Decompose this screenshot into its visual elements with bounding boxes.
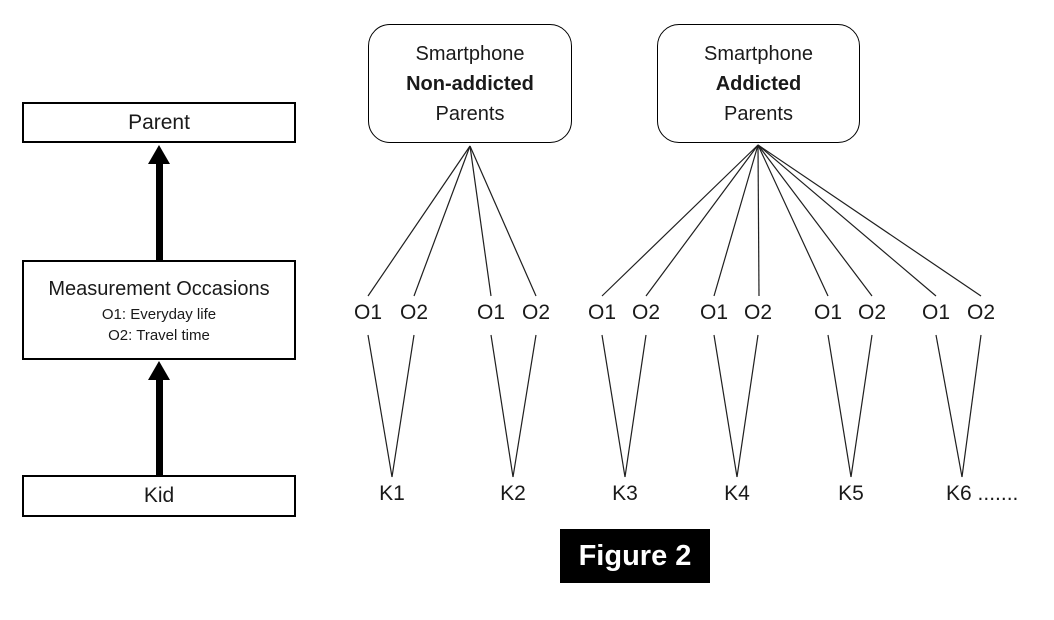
occasion-label: O2 <box>966 301 995 324</box>
connector-line <box>736 334 759 478</box>
occasion-label: O2 <box>857 301 886 324</box>
connector-line <box>601 334 626 478</box>
kid-label: K5 <box>838 482 864 505</box>
group-line-3: Parents <box>724 102 793 125</box>
connector-line <box>624 334 647 478</box>
occasion-label: O2 <box>399 301 428 324</box>
kid-box: Kid <box>22 475 296 517</box>
group-line-3: Parents <box>435 102 505 125</box>
connector-line <box>757 144 873 297</box>
connector-line <box>645 144 759 297</box>
group-box-addicted-parents: Smartphone Addicted Parents <box>657 24 860 143</box>
kid-label: K6 ....... <box>946 482 1019 505</box>
connector-line <box>490 334 514 478</box>
arrow-shaft <box>155 164 163 260</box>
kid-label: K2 <box>500 482 526 505</box>
parent-box: Parent <box>22 102 296 143</box>
arrow-head <box>148 361 170 380</box>
connector-line <box>367 145 471 297</box>
group-line-1: Smartphone <box>415 42 525 65</box>
occasion-label: O1 <box>587 301 616 324</box>
connector-line <box>413 145 471 297</box>
connector-line <box>601 144 759 297</box>
kid-label: K1 <box>379 482 405 505</box>
connector-line <box>713 144 759 297</box>
connector-line <box>469 145 492 297</box>
occasion-label: O1 <box>353 301 382 324</box>
connector-line <box>757 144 937 297</box>
measurement-occasion-2: O2: Travel time <box>108 326 210 344</box>
kid-label: K3 <box>612 482 638 505</box>
connector-line <box>757 144 982 297</box>
occasion-label: O2 <box>521 301 550 324</box>
arrow-shaft <box>155 380 163 475</box>
occasion-label: O1 <box>921 301 950 324</box>
connector-line <box>961 334 982 478</box>
arrow-head <box>148 145 170 164</box>
occasion-label: O2 <box>743 301 772 324</box>
up-arrow-occasions-to-parent <box>146 145 172 260</box>
connector-line <box>469 145 537 297</box>
figure-caption: Figure 2 <box>560 529 710 583</box>
connector-line <box>757 144 829 297</box>
kid-box-label: Kid <box>143 484 175 507</box>
connector-line <box>512 334 537 478</box>
occasion-label: O2 <box>631 301 660 324</box>
occasion-label: O1 <box>813 301 842 324</box>
measurement-occasions-box: Measurement Occasions O1: Everyday life … <box>22 260 296 360</box>
group-line-1: Smartphone <box>704 42 813 65</box>
connector-line <box>935 334 963 478</box>
measurement-title: Measurement Occasions <box>48 277 270 300</box>
figure-caption-label: Figure 2 <box>578 539 692 572</box>
parent-box-label: Parent <box>128 110 190 134</box>
connector-line <box>757 144 760 297</box>
group-line-2: Non-addicted <box>406 72 534 95</box>
connector-line <box>391 334 415 478</box>
up-arrow-kid-to-occasions <box>146 361 172 475</box>
occasion-label: O1 <box>476 301 505 324</box>
group-box-non-addicted-parents: Smartphone Non-addicted Parents <box>368 24 572 143</box>
connector-line <box>713 334 738 478</box>
connector-line <box>850 334 873 478</box>
connector-line <box>367 334 393 478</box>
measurement-occasion-1: O1: Everyday life <box>101 305 217 323</box>
kid-label: K4 <box>724 482 750 505</box>
connector-line <box>827 334 852 478</box>
group-line-2: Addicted <box>715 72 802 95</box>
occasion-label: O1 <box>699 301 728 324</box>
